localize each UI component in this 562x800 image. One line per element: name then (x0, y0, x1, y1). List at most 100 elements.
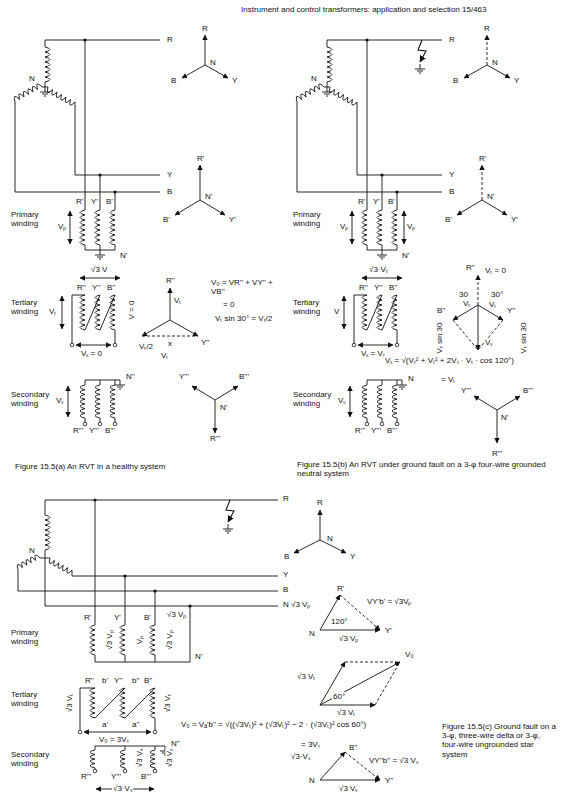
wire (367, 40, 368, 210)
dimension (404, 211, 405, 244)
label: Secondary winding (10, 750, 54, 768)
label: b' (101, 676, 109, 685)
label: N (407, 374, 415, 383)
label: R (166, 35, 174, 44)
ground-symbol (44, 96, 46, 97)
junction-dot (188, 604, 191, 607)
label: N (209, 58, 217, 67)
ground-symbol (42, 94, 48, 95)
junction-dot (123, 574, 126, 577)
label: Y (282, 570, 289, 579)
coil-winding (95, 210, 100, 245)
label: R (201, 24, 209, 33)
wire (155, 591, 156, 625)
label: √3·Vₛ (112, 784, 133, 793)
wire (382, 245, 383, 250)
dimension (358, 345, 393, 346)
wire (327, 82, 328, 87)
label: Y (166, 170, 173, 179)
label: V₀ = VR'' + VY'' + VB'' (210, 278, 282, 296)
label: Vₛ (484, 338, 493, 347)
dimension (350, 386, 351, 417)
terminal (78, 730, 82, 734)
wire (75, 102, 160, 175)
label: 120° (330, 617, 349, 626)
dimension (84, 732, 151, 733)
label: Primary winding (292, 210, 336, 228)
phasor (215, 400, 216, 433)
label: B (282, 585, 289, 594)
junction-dot (98, 173, 101, 176)
label: Secondary winding (10, 390, 54, 408)
label: Figure 15.5(c) Ground fault on a 3-φ, th… (441, 722, 558, 759)
label: B' (162, 215, 171, 224)
construction-line (453, 320, 478, 350)
label: R' (336, 584, 345, 593)
phasor (478, 275, 479, 305)
ground-symbol (99, 259, 101, 260)
ground-symbol (381, 259, 383, 260)
label: Vₜ (48, 307, 57, 316)
wire (45, 40, 160, 47)
coil-winding (110, 210, 115, 245)
phasor (482, 165, 483, 200)
coil-winding (150, 625, 155, 655)
label: N (282, 600, 290, 609)
phasor (320, 752, 345, 780)
dimension (362, 278, 402, 279)
label: R'' (465, 263, 476, 272)
label: N'' (125, 372, 136, 381)
label: √3 Vₚ (165, 629, 174, 650)
label: N'' (170, 739, 181, 748)
label: Y'' (113, 676, 123, 685)
coil-winding (49, 558, 72, 573)
coil-winding (90, 750, 95, 768)
label: 30 (458, 290, 469, 299)
wire (382, 175, 383, 210)
label: B''' (522, 386, 534, 395)
coil-winding (392, 210, 397, 245)
label: R'' (76, 283, 87, 292)
label: √3 Vₜ (65, 693, 74, 713)
label: Y''' (110, 772, 122, 781)
label: √3·Vₜ (368, 265, 389, 274)
ground-symbol (399, 387, 405, 388)
wire (85, 380, 86, 385)
label: Vₚ (135, 635, 144, 645)
label: R' (196, 154, 205, 163)
wire (125, 688, 155, 718)
coil-winding (80, 210, 85, 245)
ground-symbol (382, 250, 383, 255)
label: Vₛ = 0 (80, 349, 103, 358)
coil-winding (362, 385, 367, 418)
wire (72, 295, 85, 345)
terminal (93, 769, 97, 773)
label: √3 Vₜ (336, 708, 356, 717)
phasor (474, 396, 497, 410)
coil-winding (95, 385, 100, 418)
phasor (320, 705, 375, 706)
wire (115, 192, 116, 210)
wire (100, 295, 115, 330)
label: 30° (490, 290, 504, 299)
junction-dot (380, 173, 383, 176)
coil-winding (362, 210, 367, 245)
coil-winding (120, 750, 125, 768)
label: V = 0 (127, 300, 136, 321)
phasor (294, 540, 320, 553)
ground-symbol (228, 524, 229, 529)
label: Vₜ (173, 296, 182, 305)
label: B (283, 552, 290, 561)
coil-winding (392, 385, 397, 418)
dimension (70, 211, 71, 244)
label: VY''b'' = √3 Vₛ (368, 756, 419, 765)
construction-line (345, 662, 400, 663)
phasor (457, 200, 482, 215)
label: Y' (384, 626, 393, 635)
terminal (123, 769, 127, 773)
label: R' (357, 197, 366, 206)
ground-symbol (324, 94, 330, 95)
ground-symbol (322, 92, 332, 93)
coil-winding (150, 750, 155, 768)
coil-winding (17, 555, 40, 570)
